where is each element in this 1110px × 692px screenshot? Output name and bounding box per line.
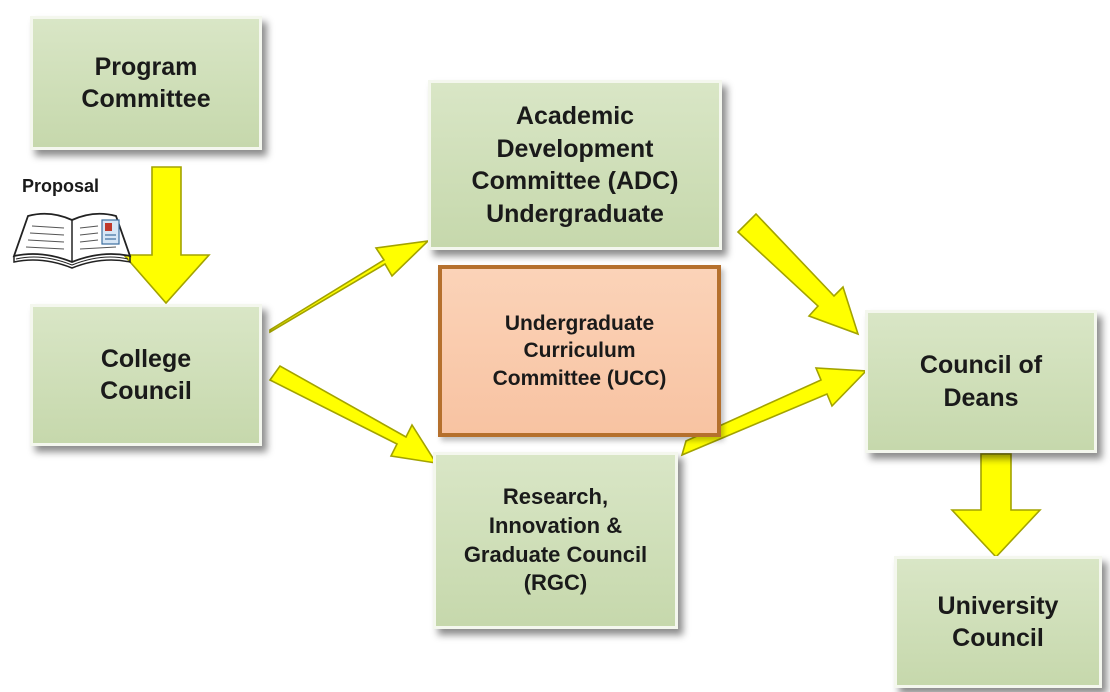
college-council-node: College Council [30, 304, 262, 446]
arrow-adc-to-deans [736, 212, 860, 336]
university-council-node: University Council [894, 556, 1102, 688]
proposal-label: Proposal [22, 176, 100, 196]
arrow-program-to-college [122, 166, 211, 305]
council-of-deans-node: Council of Deans [865, 310, 1097, 453]
rgc-node: Research, Innovation & Graduate Council … [433, 452, 678, 629]
arrow-deans-to-university [950, 453, 1042, 559]
adc-node: Academic Development Committee (ADC) Und… [428, 80, 722, 250]
arrow-college-to-adc [269, 239, 431, 334]
arrow-college-to-rgc [268, 364, 438, 465]
ucc-node: Undergraduate Curriculum Committee (UCC) [438, 265, 721, 437]
program-committee-node: Program Committee [30, 16, 262, 150]
open-book-icon [12, 212, 132, 269]
